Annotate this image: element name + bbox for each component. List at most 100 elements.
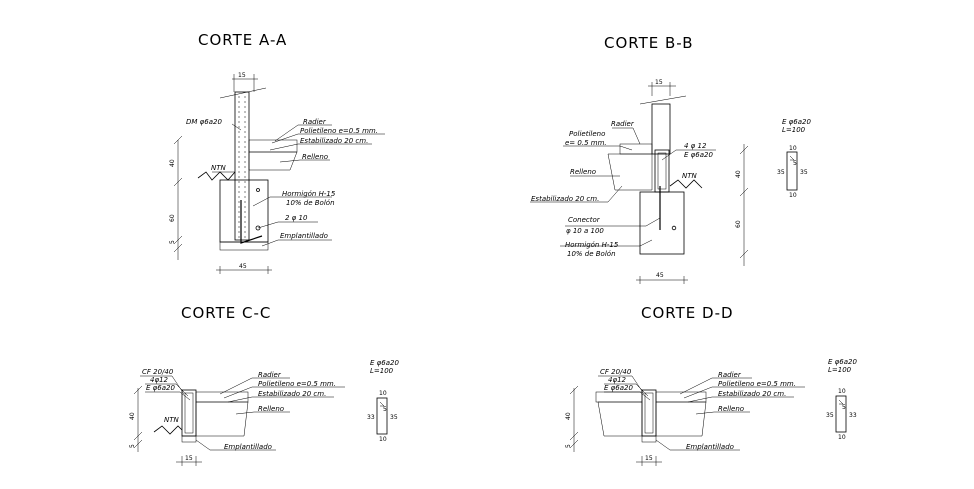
section-b-detail-right: 35: [800, 169, 808, 176]
section-a-emplantillado-label: Emplantillado: [280, 232, 328, 240]
section-a-relleno-label: Relleno: [302, 153, 328, 161]
section-a-ntn-ground: [197, 171, 236, 181]
section-d-detail-e: E φ6a20: [828, 358, 857, 366]
section-a-estabilizado-label: Estabilizado 20 cm.: [300, 137, 368, 145]
section-c-bottom-dim: 15: [185, 455, 193, 462]
section-d-estabilizado-left: [597, 401, 643, 437]
section-d-estabilizado-right: [655, 401, 707, 437]
section-d-relleno-label: Relleno: [718, 405, 744, 413]
section-d-stirrups-label: E φ6a20: [604, 384, 633, 392]
section-c: CORTE C-C 40 5 15 CF 20/40 4φ12 E φ6a20 …: [129, 304, 399, 466]
section-a-rebar-dot: [255, 225, 261, 231]
section-c-cf-label: CF 20/40: [142, 368, 174, 376]
section-b-relleno-label: Relleno: [570, 168, 596, 176]
section-a-break-line: [219, 87, 267, 99]
section-b-radier: [619, 143, 653, 155]
section-c-radier-label: Radier: [258, 371, 282, 379]
section-b-ntn-label: NTN: [682, 172, 698, 180]
section-a-footing: [219, 179, 269, 243]
section-d-emplantillado: [641, 435, 657, 443]
section-c-estabilizado: [195, 401, 249, 437]
section-c-dim-40: 40: [129, 412, 136, 420]
section-b-detail-small: 5: [793, 160, 797, 167]
section-d-detail-small: 5: [842, 404, 846, 411]
section-d-cf-label: CF 20/40: [600, 368, 632, 376]
section-a-ntn-label: NTN: [211, 164, 227, 172]
section-c-detail-left: 33: [367, 414, 375, 421]
section-b-bolon-label: 10% de Bolón: [567, 250, 616, 258]
section-d-detail-right: 33: [849, 412, 857, 419]
section-c-detail-bottom: 10: [379, 436, 387, 443]
section-d-polietileno-label: Polietileno e=0.5 mm.: [718, 380, 796, 388]
section-c-bars-label: 4φ12: [150, 376, 169, 384]
section-d-bottom-dim: 15: [645, 455, 653, 462]
section-c-emplantillado-label: Emplantillado: [224, 443, 272, 451]
section-b-dim-40: 40: [735, 170, 742, 178]
section-c-detail-small: 5: [383, 406, 387, 413]
section-b-ntn-ground: [669, 179, 703, 189]
section-b-bars-label: 4 φ 12: [684, 142, 707, 150]
section-a: CORTE A-A 15 40 60 5: [169, 31, 385, 274]
section-a-hooked-bar: [240, 200, 263, 244]
section-a-bottom-dim: 45: [239, 263, 247, 270]
section-d-radier-label: Radier: [718, 371, 742, 379]
section-a-bars-label: 2 φ 10: [285, 214, 308, 222]
section-b-polietileno-label: Polietileno: [569, 130, 605, 138]
section-b-masonry-wall: [651, 103, 671, 155]
section-b: CORTE B-B 15 45 40 60 Ra: [530, 34, 811, 284]
section-b-estabilizado-label: Estabilizado 20 cm.: [531, 195, 599, 203]
section-c-stirrup-detail: [376, 397, 388, 435]
section-d-beam: [641, 389, 657, 437]
section-b-footing: [639, 191, 685, 255]
section-a-dim-40: 40: [169, 159, 176, 167]
section-b-radier-label: Radier: [611, 120, 635, 128]
section-d-dim-40: 40: [565, 412, 572, 420]
section-c-estabilizado-label: Estabilizado 20 cm.: [258, 390, 326, 398]
section-c-emplantillado: [181, 435, 197, 443]
section-d-detail-l: L=100: [828, 366, 852, 374]
section-a-emplantillado: [219, 241, 269, 251]
section-a-radier-label: Radier: [303, 118, 327, 126]
section-b-detail-left: 35: [777, 169, 785, 176]
section-a-dm-label: DM φ6a20: [186, 118, 222, 126]
section-a-estabilizado: [248, 151, 298, 171]
section-b-conector-spec: φ 10 a 100: [566, 227, 604, 235]
section-a-dim-60: 60: [169, 214, 176, 222]
section-b-conector-label: Conector: [568, 216, 601, 224]
section-b-stirrups-label: E φ6a20: [684, 151, 713, 159]
section-b-e-label: e= 0.5 mm.: [565, 139, 607, 147]
section-d-title: CORTE D-D: [641, 304, 734, 322]
section-d-bars-label: 4φ12: [608, 376, 627, 384]
section-d-detail-left: 35: [826, 412, 834, 419]
section-c-title: CORTE C-C: [181, 304, 271, 322]
section-d: CORTE D-D 40 5 15 CF 20/40 4φ12 E φ6a20 …: [565, 304, 857, 466]
section-b-detail-bottom: 10: [789, 192, 797, 199]
section-b-bottom-dim: 45: [656, 272, 664, 279]
section-c-polietileno-label: Polietileno e=0.5 mm.: [258, 380, 336, 388]
section-b-dim-60: 60: [735, 220, 742, 228]
section-d-detail-bottom: 10: [838, 434, 846, 441]
section-c-relleno-label: Relleno: [258, 405, 284, 413]
section-a-bolon-label: 10% de Bolón: [286, 199, 335, 207]
section-a-top-dim: 15: [238, 72, 246, 79]
section-d-radier-left: [595, 391, 643, 403]
section-c-beam: [181, 389, 197, 437]
section-c-detail-l: L=100: [370, 367, 394, 375]
section-b-detail-l: L=100: [782, 126, 806, 134]
section-d-emplantillado-label: Emplantillado: [686, 443, 734, 451]
section-a-polietileno-label: Polietileno e=0.5 mm.: [300, 127, 378, 135]
section-b-top-dim: 15: [655, 79, 663, 86]
section-b-detail-e: E φ6a20: [782, 118, 811, 126]
section-d-estabilizado-label: Estabilizado 20 cm.: [718, 390, 786, 398]
section-d-dim-5: 5: [565, 444, 572, 448]
section-c-stirrups-label: E φ6a20: [146, 384, 175, 392]
section-c-dim-5: 5: [129, 444, 136, 448]
section-c-detail-right: 35: [390, 414, 398, 421]
section-a-hormigon-label: Hormigón H-15: [282, 190, 336, 198]
section-c-radier: [195, 391, 249, 403]
section-a-title: CORTE A-A: [198, 31, 287, 49]
section-b-title: CORTE B-B: [604, 34, 693, 52]
section-c-detail-top: 10: [379, 390, 387, 397]
section-a-dim-5: 5: [169, 240, 176, 244]
section-b-stirrup-detail: [786, 151, 798, 191]
